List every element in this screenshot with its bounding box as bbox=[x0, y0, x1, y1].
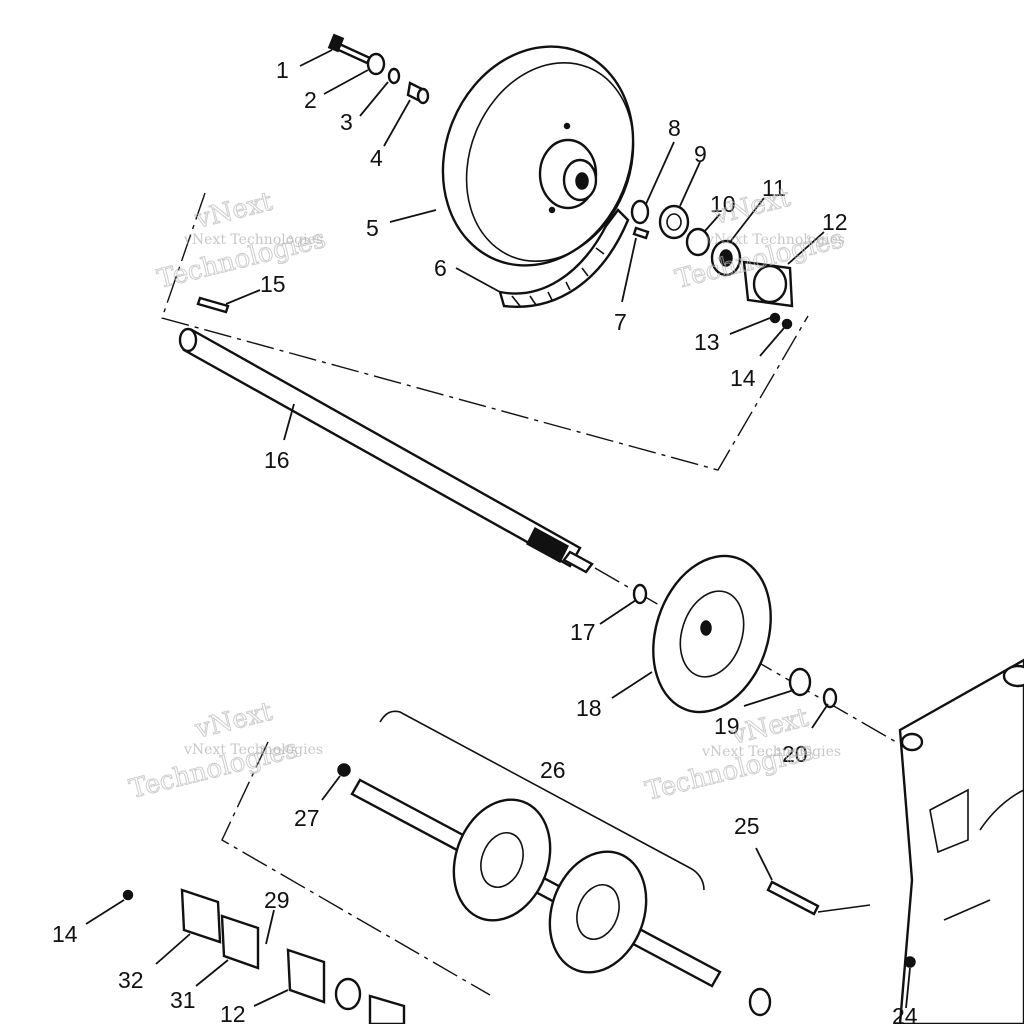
part-11-bearing bbox=[710, 239, 742, 277]
label-31: 31 bbox=[170, 987, 196, 1013]
label-5: 5 bbox=[366, 215, 379, 241]
label-25: 25 bbox=[734, 813, 760, 839]
part-26-group-bracket bbox=[379, 710, 705, 891]
watermark-1: vNext vNext Technologies Technologies bbox=[154, 186, 329, 295]
part-28-seal bbox=[748, 987, 772, 1017]
part-8-washer bbox=[630, 199, 650, 225]
part-31-gasket bbox=[220, 914, 260, 970]
label-14: 14 bbox=[730, 365, 756, 391]
svg-text:vNext Technologies: vNext Technologies bbox=[183, 232, 323, 248]
part-27-nut bbox=[337, 763, 351, 777]
label-27: 27 bbox=[294, 805, 320, 831]
part-15-key bbox=[196, 296, 230, 314]
label-13: 13 bbox=[694, 329, 720, 355]
label-16: 16 bbox=[264, 447, 290, 473]
part-12-flange bbox=[742, 260, 794, 308]
label-9: 9 bbox=[694, 141, 707, 167]
part-7-screw bbox=[632, 226, 650, 240]
part-13-lock-nut bbox=[769, 312, 781, 324]
label-3: 3 bbox=[340, 109, 353, 135]
leader-lines bbox=[85, 49, 911, 1009]
part-16-shaft bbox=[178, 327, 594, 574]
part-32-plate bbox=[180, 888, 222, 944]
part-10-collar bbox=[685, 227, 711, 257]
part-2-washer bbox=[366, 52, 386, 76]
part-25-bolt bbox=[766, 880, 820, 916]
part-14-lower-nut bbox=[122, 889, 134, 901]
label-4: 4 bbox=[370, 145, 383, 171]
label-26: 26 bbox=[540, 757, 566, 783]
part-6-chain-links bbox=[511, 247, 605, 307]
svg-text:vNext: vNext bbox=[709, 183, 793, 231]
svg-text:vNext Technologies: vNext Technologies bbox=[183, 742, 323, 758]
part-20-ring bbox=[822, 687, 838, 709]
label-15: 15 bbox=[260, 271, 286, 297]
svg-text:vNext Technologies: vNext Technologies bbox=[701, 744, 841, 760]
part-17-snap-ring bbox=[632, 583, 648, 605]
part-19-bearing bbox=[788, 667, 812, 697]
label-6: 6 bbox=[434, 255, 447, 281]
part-9-seal bbox=[658, 204, 690, 240]
label-11: 11 bbox=[762, 175, 786, 201]
label-2: 2 bbox=[304, 87, 317, 113]
part-18-brake-disc bbox=[652, 554, 772, 714]
watermark-4: vNext vNext Technologies Technologies bbox=[642, 702, 841, 807]
part-14-nut bbox=[781, 318, 793, 330]
label-19: 19 bbox=[714, 713, 740, 739]
part-3-lock-washer bbox=[387, 67, 401, 85]
watermark-3: vNext vNext Technologies Technologies bbox=[126, 696, 323, 805]
label-12-lower: 12 bbox=[220, 1001, 246, 1024]
part-lower-bearing bbox=[334, 977, 362, 1011]
part-lower-flange-2 bbox=[368, 994, 406, 1024]
part-26-drive-axle bbox=[350, 778, 722, 988]
label-7: 7 bbox=[614, 309, 627, 335]
lower-assembly-boundary bbox=[221, 741, 491, 996]
label-8: 8 bbox=[668, 115, 681, 141]
part-1-bolt bbox=[327, 33, 372, 65]
part-12-lower-flange bbox=[286, 948, 326, 1004]
label-29: 29 bbox=[264, 887, 290, 913]
svg-text:vNext Technologies: vNext Technologies bbox=[705, 232, 845, 248]
upper-assembly-boundary bbox=[161, 192, 809, 471]
part-4-spacer bbox=[406, 81, 430, 105]
label-18: 18 bbox=[576, 695, 602, 721]
label-1: 1 bbox=[276, 57, 289, 83]
part-5-pulley bbox=[441, 45, 635, 267]
label-17: 17 bbox=[570, 619, 596, 645]
label-12: 12 bbox=[822, 209, 848, 235]
label-32: 32 bbox=[118, 967, 144, 993]
svg-text:vNext: vNext bbox=[191, 697, 275, 745]
bolt-axis-line bbox=[817, 904, 871, 913]
label-10: 10 bbox=[710, 191, 736, 217]
chaincase-housing bbox=[898, 658, 1024, 1024]
label-24: 24 bbox=[892, 1003, 918, 1024]
label-20: 20 bbox=[782, 741, 808, 767]
label-14-lower: 14 bbox=[52, 921, 78, 947]
